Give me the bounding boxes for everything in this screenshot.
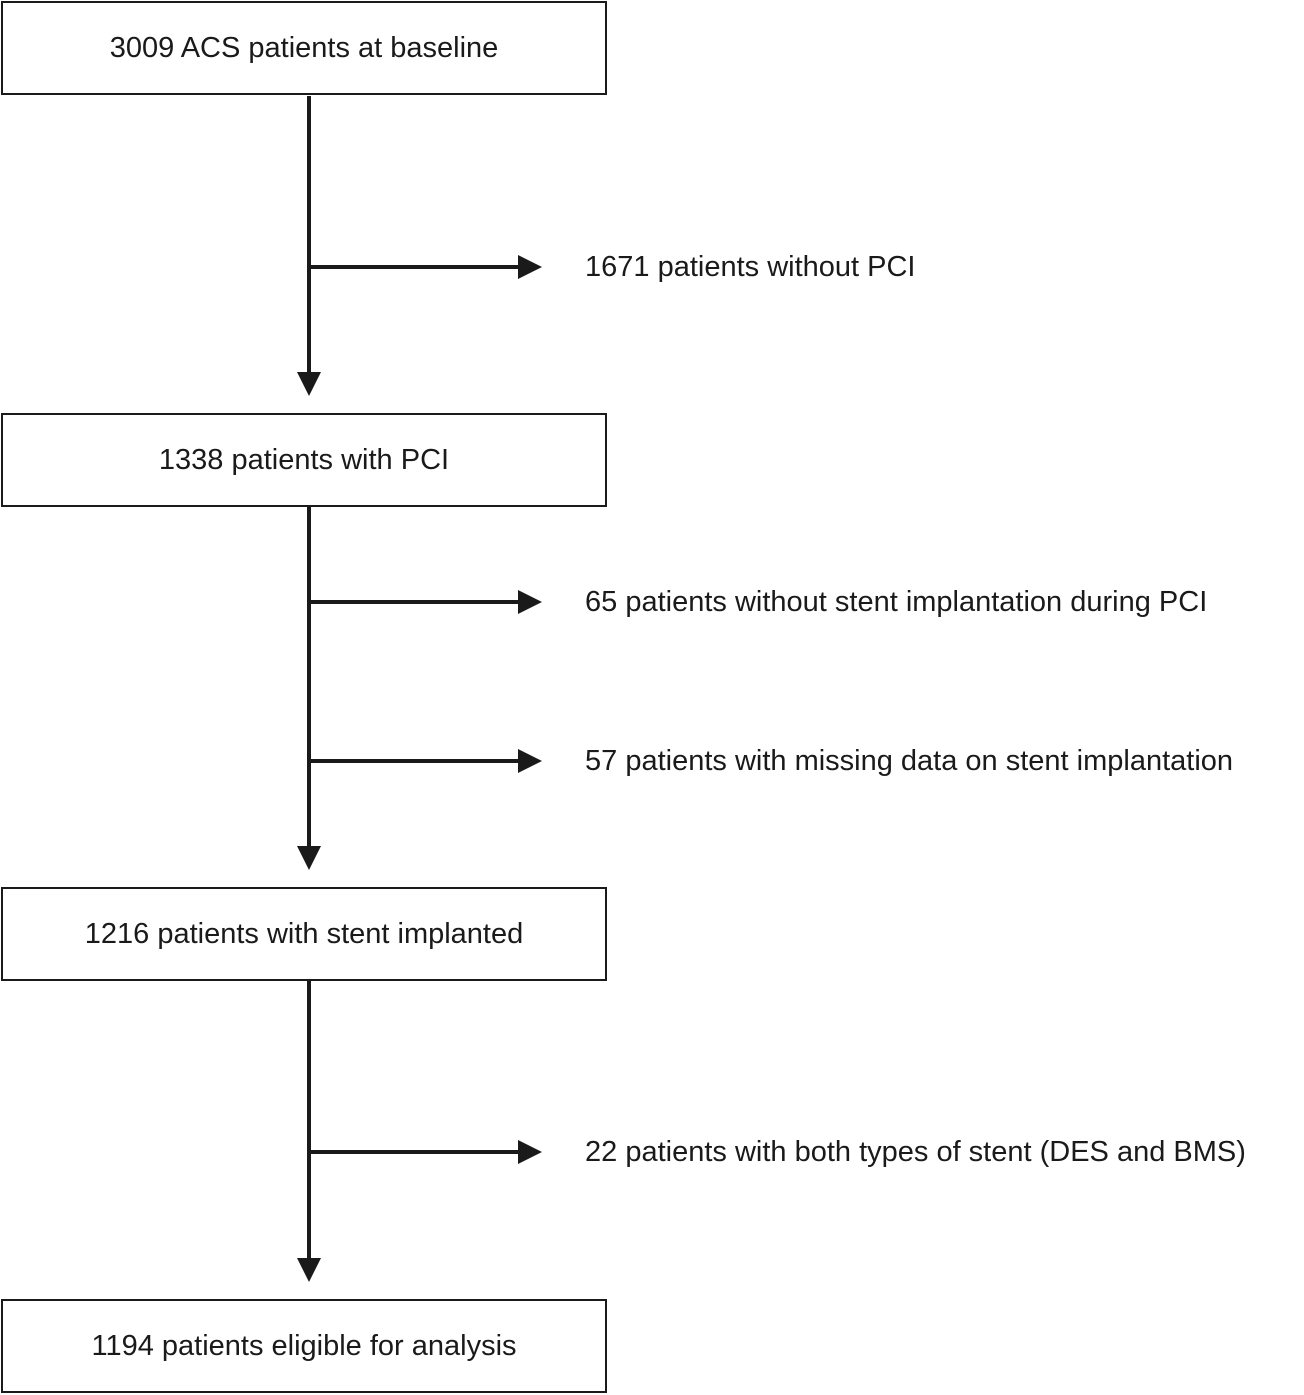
exclusion-without-stent: 65 patients without stent implantation d… <box>585 586 1208 618</box>
box-baseline-label: 3009 ACS patients at baseline <box>109 31 499 64</box>
exclusion-both-stent-types: 22 patients with both types of stent (DE… <box>585 1136 1246 1168</box>
box-stent-implanted-label: 1216 patients with stent implanted <box>84 917 524 950</box>
box-baseline: 3009 ACS patients at baseline <box>1 1 607 95</box>
box-stent-implanted: 1216 patients with stent implanted <box>1 887 607 981</box>
exclusion-without-pci: 1671 patients without PCI <box>585 251 916 283</box>
box-with-pci: 1338 patients with PCI <box>1 413 607 507</box>
box-eligible: 1194 patients eligible for analysis <box>1 1299 607 1393</box>
box-eligible-label: 1194 patients eligible for analysis <box>91 1329 517 1362</box>
box-with-pci-label: 1338 patients with PCI <box>158 443 450 476</box>
exclusion-missing-data: 57 patients with missing data on stent i… <box>585 745 1234 777</box>
